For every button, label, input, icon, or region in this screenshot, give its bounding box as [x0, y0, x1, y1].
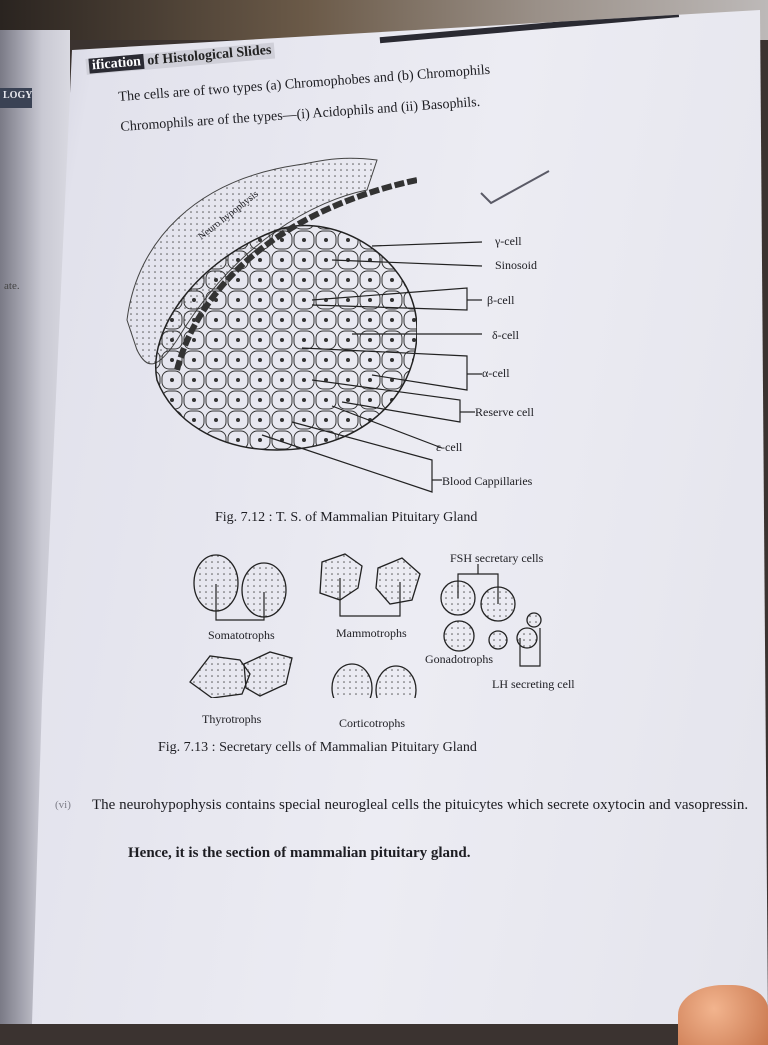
fig12-caption: Fig. 7.12 : T. S. of Mammalian Pituitary… — [215, 510, 478, 525]
check-mark-icon — [480, 170, 550, 205]
label-fsh-cells: FSH secretary cells — [450, 551, 544, 565]
fig12-leader-lines — [261, 241, 483, 493]
label-epsilon-cell: ε-cell — [436, 440, 463, 454]
label-sinusoid: Sinosoid — [495, 258, 538, 272]
book-page: ification of Histological Slides The cel… — [32, 10, 768, 1024]
fig13-caption: Fig. 7.13 : Secretary cells of Mammalian… — [158, 740, 477, 755]
thumb-photo-edge — [678, 985, 768, 1045]
left-page-tab: LOGY — [0, 88, 32, 108]
label-somatotrophs: Somatotrophs — [208, 628, 275, 642]
header-title: ification of Histological Slides — [85, 42, 276, 75]
header-title-text: of Histological Slides — [146, 42, 273, 69]
secretary-cells-figure — [189, 553, 542, 698]
item-number: (vi) — [55, 799, 71, 811]
pituitary-section-figure — [126, 157, 417, 451]
body-paragraph: The neurohypophysis contains special neu… — [92, 797, 749, 813]
label-delta-cell: δ-cell — [492, 328, 519, 342]
label-beta-cell: β-cell — [487, 293, 515, 307]
header-prefix: ification — [88, 53, 145, 74]
label-corticotrophs: Corticotrophs — [339, 716, 405, 730]
label-gonadotrophs: Gonadotrophs — [425, 652, 493, 666]
label-alpha-cell: α-cell — [482, 366, 510, 380]
label-lh-cell: LH secreting cell — [492, 677, 575, 691]
label-gamma-cell: γ-cell — [495, 234, 522, 248]
label-blood-capillaries: Blood Cappillaries — [442, 474, 533, 488]
label-reserve-cell: Reserve cell — [475, 405, 534, 419]
left-page-fragment: ate. — [4, 280, 20, 292]
label-mammotrophs: Mammotrophs — [336, 626, 407, 640]
label-thyrotrophs: Thyrotrophs — [202, 712, 262, 726]
conclusion-line: Hence, it is the section of mammalian pi… — [128, 845, 471, 861]
